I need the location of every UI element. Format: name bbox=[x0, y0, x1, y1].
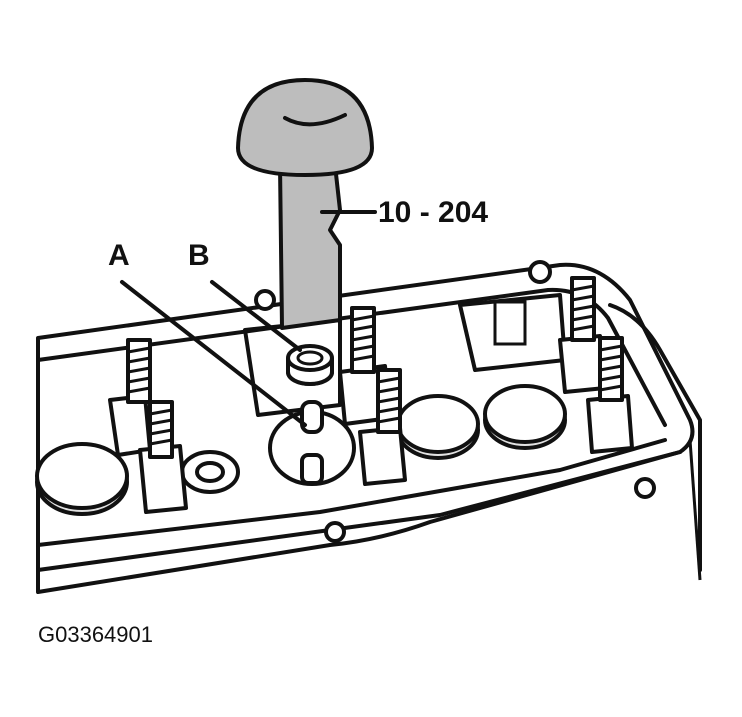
bearing-pedestals bbox=[108, 334, 634, 514]
studs bbox=[126, 276, 624, 459]
stud bbox=[126, 338, 152, 404]
stud bbox=[350, 306, 376, 374]
label-tool: 10 - 204 bbox=[378, 196, 488, 229]
stud bbox=[376, 368, 402, 434]
stud bbox=[598, 336, 624, 402]
stud bbox=[570, 276, 596, 342]
figure-caption: G03364901 bbox=[38, 622, 153, 647]
stud bbox=[148, 400, 174, 459]
mounting-holes bbox=[254, 260, 656, 543]
valve-cups bbox=[35, 384, 567, 516]
leader-a bbox=[120, 280, 307, 427]
leader-b bbox=[210, 280, 302, 352]
valve-stem-seal bbox=[286, 344, 334, 386]
valve-stem-seat bbox=[268, 400, 356, 486]
label-a: A bbox=[108, 239, 130, 272]
label-b: B bbox=[188, 239, 210, 272]
tool-10-204 bbox=[236, 78, 374, 330]
leader-lines bbox=[120, 210, 377, 427]
